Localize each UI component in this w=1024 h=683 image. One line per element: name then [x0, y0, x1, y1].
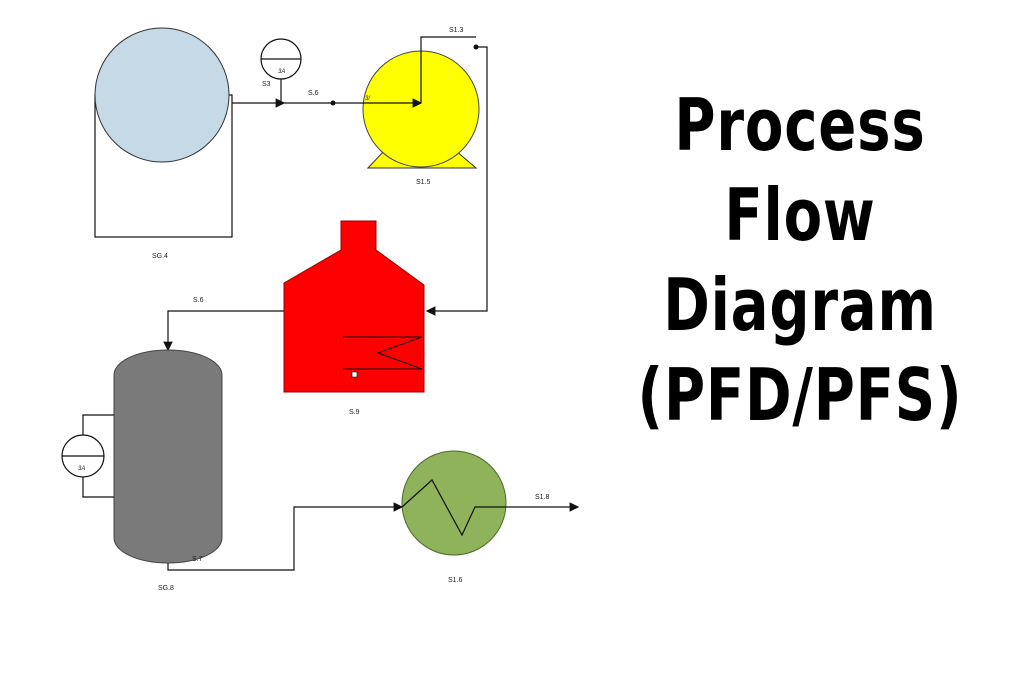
pump-label: S1.5: [416, 179, 431, 186]
stream-s6-left-label: S.6: [193, 297, 204, 304]
pump-inlet-label: 3/: [365, 96, 371, 102]
instrument-top-tag: 3A: [278, 69, 285, 75]
title-line-2: Flow: [724, 173, 876, 257]
fired-heater: S.9: [283, 220, 425, 416]
title-line-1: Process: [674, 83, 926, 167]
stream-vessel-to-exchanger: [167, 502, 404, 571]
stream-heater-to-vessel: [163, 310, 284, 352]
vessel: SG.8: [113, 349, 223, 592]
stream-s7-label: S.7: [192, 556, 203, 563]
title-line-3: Diagram: [663, 263, 937, 347]
stream-to-heater: [425, 46, 488, 316]
instrument-top: 3A: [260, 38, 302, 101]
stream-s13-label: S1.3: [449, 27, 464, 34]
stream-pump-discharge: [420, 36, 476, 103]
storage-tank: SG.4: [94, 27, 233, 260]
stream-s3-label: S3: [262, 81, 271, 88]
stream-out-label: S1.8: [535, 494, 550, 501]
title-block: Process Flow Diagram (PFD/PFS): [585, 80, 1015, 440]
instrument-left-tag: 3A: [78, 466, 85, 472]
heater-label: S.9: [349, 409, 360, 416]
junction-dot: [330, 100, 336, 106]
heat-exchanger: S1.6: [401, 450, 507, 584]
tank-sphere: [94, 27, 230, 163]
tank-label: SG.4: [152, 253, 168, 260]
vessel-label: SG.8: [158, 585, 174, 592]
stream-s6-top-label: S.6: [308, 90, 319, 97]
title-line-4: (PFD/PFS): [637, 353, 963, 437]
pump: S1.5 3/: [362, 50, 480, 186]
instrument-left: 3A: [61, 414, 114, 498]
exchanger-label: S1.6: [448, 577, 463, 584]
